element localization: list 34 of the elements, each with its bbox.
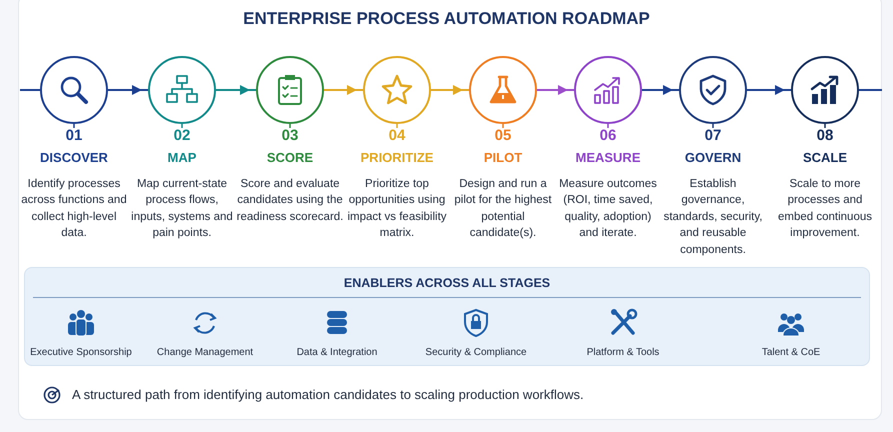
- step-description: Scale to more processes and embed continuous improvement.: [777, 177, 873, 242]
- step-number: 07: [704, 128, 722, 144]
- step-title: MAP: [166, 150, 198, 166]
- step-title: PRIORITIZE: [360, 150, 434, 166]
- step-description: Measure outcomes (ROI, time saved, quality, adoption) and iterate.: [558, 177, 658, 242]
- caption: A structured path from identifying automation candidates to scaling production workflows.: [72, 387, 584, 402]
- step-number: 05: [494, 128, 512, 144]
- step-number: 04: [388, 128, 406, 144]
- step-title: GOVERN: [684, 150, 742, 166]
- step-title: MEASURE: [574, 150, 642, 166]
- enabler-label: Executive Sponsorship: [29, 347, 133, 358]
- step-number: 01: [64, 128, 84, 144]
- enabler-label: Change Management: [156, 347, 254, 358]
- step-number: 08: [816, 128, 834, 144]
- step-description: Establish governance, standards, security, and reusable components.: [662, 177, 764, 258]
- step-title: DISCOVER: [39, 150, 109, 166]
- step-description: Design and run a pilot for the highest potential candidate(s).: [453, 177, 553, 242]
- enablers-panel: [24, 267, 870, 366]
- step-description: Map current-state process flows, inputs, systems and pain points.: [130, 177, 234, 242]
- step-title: PILOT: [482, 150, 524, 166]
- panel-heading: ENABLERS ACROSS ALL STAGES: [342, 276, 552, 290]
- step-number: 03: [280, 128, 300, 144]
- step-number: 02: [172, 128, 192, 144]
- enabler-label: Talent & CoE: [760, 347, 822, 358]
- enabler-label: Security & Compliance: [424, 347, 528, 358]
- enabler-label: Data & Integration: [296, 347, 378, 358]
- step-description: Prioritize top opportunities using impact vs feasibility matrix.: [346, 177, 448, 242]
- step-number: 06: [598, 128, 618, 144]
- step-title: SCORE: [266, 150, 314, 166]
- title: ENTERPRISE PROCESS AUTOMATION ROADMAP: [242, 9, 651, 29]
- enabler-label: Platform & Tools: [586, 347, 660, 358]
- step-description: Identify processes across functions and collect high-level data.: [20, 177, 128, 242]
- step-description: Score and evaluate candidates using the readiness scorecard.: [236, 177, 344, 225]
- step-title: SCALE: [802, 150, 848, 166]
